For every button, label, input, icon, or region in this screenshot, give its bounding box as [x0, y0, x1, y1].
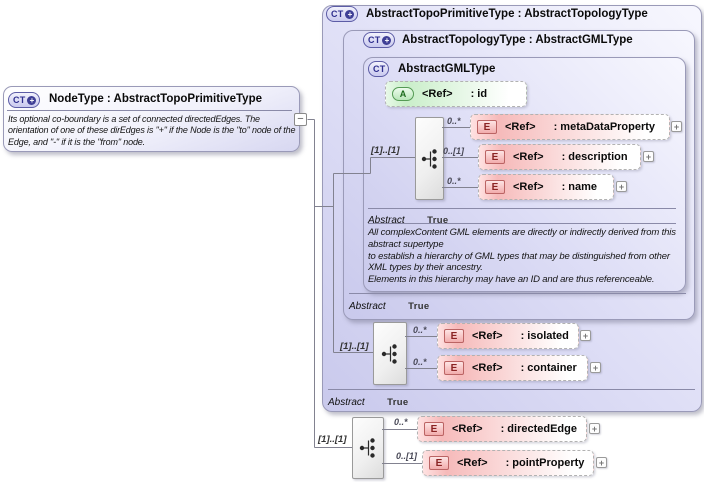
- nodetype-box: [3, 86, 300, 152]
- abstract-row: Abstract True: [368, 210, 448, 228]
- complex-type-icon: CT +: [326, 6, 359, 22]
- abstract-value: True: [387, 397, 409, 408]
- ref-label: <Ref>: [457, 457, 488, 469]
- complex-type-icon: CT +: [363, 32, 396, 48]
- element-name: : container: [520, 362, 577, 374]
- abstract-row: Abstract True: [328, 392, 408, 410]
- sequence-icon: [359, 438, 375, 458]
- separator: [368, 223, 676, 224]
- cardinality-label: [1]..[1]: [371, 145, 400, 156]
- element-icon: E: [429, 456, 449, 470]
- abstract-value: True: [408, 301, 430, 312]
- abstract-row: Abstract True: [349, 296, 429, 314]
- attribute-row-id[interactable]: A <Ref> : id: [385, 81, 527, 107]
- nodetype-documentation: Its optional co-boundary is a set of con…: [8, 114, 296, 147]
- expand-button[interactable]: +: [671, 121, 682, 132]
- element-name: : pointProperty: [505, 457, 585, 469]
- cardinality-label: [1]..[1]: [318, 434, 347, 445]
- ref-label: <Ref>: [513, 151, 544, 163]
- expand-button[interactable]: +: [589, 423, 600, 434]
- occurs-label: 0..*: [447, 116, 461, 126]
- expand-button[interactable]: +: [643, 151, 654, 162]
- element-icon: E: [444, 361, 464, 375]
- abstractgmltype-title: AbstractGMLType: [398, 63, 496, 75]
- ref-label: <Ref>: [513, 181, 544, 193]
- collapse-toggle[interactable]: −: [294, 113, 307, 126]
- ct-label: CT: [373, 64, 386, 74]
- element-row-metadataproperty[interactable]: E <Ref> : metaDataProperty: [470, 114, 670, 140]
- attribute-name: : id: [470, 88, 488, 100]
- element-name: : name: [561, 181, 598, 193]
- element-name: : directedEdge: [500, 423, 577, 435]
- element-row-name[interactable]: E <Ref> : name: [478, 174, 614, 200]
- element-row-pointproperty[interactable]: E <Ref> : pointProperty: [422, 450, 594, 476]
- sequence-indicator[interactable]: [373, 322, 407, 385]
- separator: [349, 293, 686, 294]
- sequence-indicator[interactable]: [352, 417, 384, 479]
- element-icon: E: [424, 422, 444, 436]
- derived-plus-icon: +: [382, 35, 392, 45]
- derived-plus-icon: +: [27, 95, 37, 105]
- element-row-container[interactable]: E <Ref> : container: [437, 355, 588, 381]
- abstract-label: Abstract: [328, 397, 365, 408]
- element-name: : isolated: [520, 330, 569, 342]
- derived-plus-icon: +: [345, 9, 355, 19]
- occurs-label: 0..*: [413, 357, 427, 367]
- element-icon: E: [485, 150, 505, 164]
- ref-label: <Ref>: [452, 423, 483, 435]
- element-name: : description: [561, 151, 628, 163]
- expand-button[interactable]: +: [580, 330, 591, 341]
- occurs-label: 0..[1]: [443, 146, 465, 156]
- occurs-label: 0..[1]: [396, 451, 418, 461]
- ref-label: <Ref>: [505, 121, 536, 133]
- expand-button[interactable]: +: [590, 362, 601, 373]
- expand-button[interactable]: +: [616, 181, 627, 192]
- ct-label: CT: [368, 35, 381, 45]
- abstract-label: Abstract: [349, 301, 386, 312]
- separator: [368, 208, 676, 209]
- element-icon: E: [444, 329, 464, 343]
- separator: [328, 389, 695, 390]
- ct-label: CT: [13, 95, 26, 105]
- element-row-description[interactable]: E <Ref> : description: [478, 144, 641, 170]
- attribute-icon: A: [392, 87, 414, 101]
- cardinality-label: [1]..[1]: [340, 341, 369, 352]
- complex-type-icon: CT: [368, 61, 390, 77]
- expand-button[interactable]: +: [596, 457, 607, 468]
- ct-label: CT: [331, 9, 344, 19]
- abstracttopoprimitivetype-title: AbstractTopoPrimitiveType : AbstractTopo…: [366, 8, 648, 20]
- sequence-indicator[interactable]: [415, 117, 444, 200]
- element-icon: E: [485, 180, 505, 194]
- occurs-label: 0..*: [413, 325, 427, 335]
- occurs-label: 0..*: [447, 176, 461, 186]
- sequence-icon: [381, 343, 397, 364]
- ref-label: <Ref>: [472, 330, 503, 342]
- element-row-isolated[interactable]: E <Ref> : isolated: [437, 323, 579, 349]
- abstract-label: Abstract: [368, 215, 405, 226]
- element-name: : metaDataProperty: [553, 121, 656, 133]
- element-row-directededge[interactable]: E <Ref> : directedEdge: [417, 416, 587, 442]
- element-icon: E: [477, 120, 497, 134]
- ref-label: <Ref>: [472, 362, 503, 374]
- header-separator: [7, 110, 292, 111]
- occurs-label: 0..*: [394, 417, 408, 427]
- ref-label: <Ref>: [422, 88, 453, 100]
- complex-type-icon: CT +: [8, 92, 41, 108]
- gml-comment: All complexContent GML elements are dire…: [368, 227, 676, 286]
- abstract-value: True: [427, 215, 449, 226]
- nodetype-title: NodeType : AbstractTopoPrimitiveType: [49, 93, 262, 105]
- abstracttopologytype-title: AbstractTopologyType : AbstractGMLType: [402, 34, 633, 46]
- sequence-icon: [421, 148, 437, 169]
